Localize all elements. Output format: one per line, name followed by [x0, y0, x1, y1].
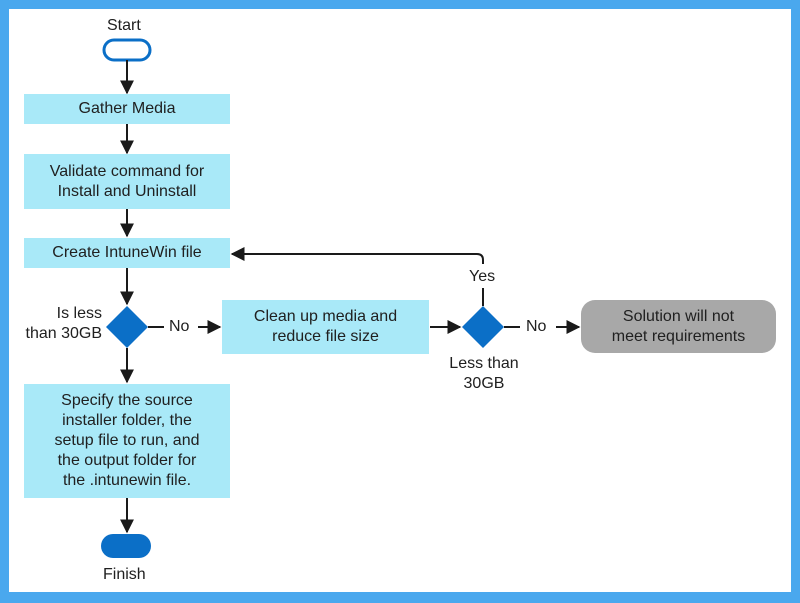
- create-intunewin-label: Create IntuneWin file: [52, 244, 202, 261]
- start-terminal: [102, 38, 152, 62]
- no-label-1: No: [169, 318, 190, 335]
- solution-not-met-label: Solution will not meet requirements: [611, 307, 746, 345]
- decision-1-label: Is less than 30GB: [25, 305, 103, 342]
- decision-diamond-2: [462, 306, 504, 348]
- clean-up-box: Clean up media and reduce file size: [222, 300, 429, 354]
- validate-command-box: Validate command for Install and Uninsta…: [24, 154, 230, 209]
- decision-2-label: Less than 30GB: [449, 355, 519, 392]
- no-label-2: No: [526, 318, 547, 335]
- create-intunewin-box: Create IntuneWin file: [24, 238, 230, 268]
- specify-source-label: Specify the source installer folder, the…: [54, 392, 200, 489]
- solution-not-met-box: Solution will not meet requirements: [581, 300, 776, 353]
- finish-label: Finish: [103, 566, 146, 583]
- decision-diamond-1: [106, 306, 148, 348]
- clean-up-label: Clean up media and reduce file size: [253, 308, 398, 345]
- arrow-decision2-yes-loop: [230, 247, 484, 264]
- yes-label: Yes: [469, 268, 496, 285]
- validate-command-label: Validate command for Install and Uninsta…: [49, 162, 205, 200]
- gather-media-box: Gather Media: [24, 94, 230, 124]
- finish-terminal: [101, 534, 151, 558]
- start-label: Start: [107, 17, 141, 34]
- specify-source-box: Specify the source installer folder, the…: [24, 384, 230, 498]
- gather-media-label: Gather Media: [78, 100, 176, 117]
